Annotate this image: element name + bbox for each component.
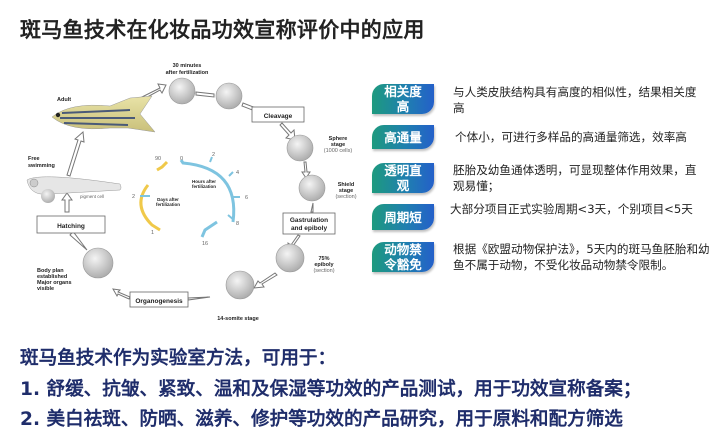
- feature-badge: 相关度高: [372, 84, 434, 114]
- bottom-item: 2. 美白祛斑、防晒、滋养、修护等功效的产品研究，用于原料和配方筛选: [20, 409, 623, 430]
- egg-time-line2: after fertilization: [166, 70, 209, 76]
- feature-row-transparency: 透明直观 胚胎及幼鱼通体透明，可显现整体作用效果，直观易懂；: [372, 163, 712, 193]
- adult-label: Adult: [57, 97, 71, 103]
- sphere-label: (1000 cells): [324, 148, 353, 154]
- hours-tick: 6: [245, 195, 248, 201]
- days-tick: 2: [132, 194, 135, 200]
- somite-label: 14-somite stage: [217, 316, 259, 322]
- page-title: 斑马鱼技术在化妆品功效宣称评价中的应用: [20, 18, 425, 42]
- feature-badge: 透明直观: [372, 163, 434, 193]
- hours-label: fertilization: [192, 184, 216, 189]
- shield-label: stage: [339, 188, 353, 194]
- hatching-label: Hatching: [57, 223, 85, 230]
- feature-row-relevance: 相关度高 与人类皮肤结构具有高度的相似性，结果相关度高: [372, 84, 712, 115]
- pigment-cell-label: pigment cell: [80, 194, 104, 199]
- body-plan-label: Body plan: [37, 268, 64, 274]
- hours-tick: 2: [212, 152, 215, 158]
- feature-row-exemption: 动物禁令豁免 根据《欧盟动物保护法》，5天内的斑马鱼胚胎和幼鱼不属于动物，不受化…: [372, 242, 712, 272]
- zebrafish-life-cycle-diagram: 30 minutes after fertilization Adult Cle…: [26, 63, 357, 322]
- feature-badge: 动物禁令豁免: [372, 242, 434, 272]
- days-tick: 1: [151, 230, 154, 236]
- free-swimming-label: swimming: [28, 163, 55, 169]
- larva-illustration: [26, 176, 122, 203]
- shield-label: (section): [335, 194, 356, 200]
- gastrulation-label: Gastrulation: [290, 217, 328, 224]
- epiboly-label: epiboly: [314, 262, 334, 268]
- hours-label: Hours after: [192, 179, 216, 184]
- feature-description: 胚胎及幼鱼通体透明，可显现整体作用效果，直观易懂；: [453, 163, 697, 193]
- body-plan-label: established: [37, 274, 67, 280]
- hours-arc-16: [200, 220, 218, 238]
- bottom-item: 1. 舒缓、抗皱、紧致、温和及保湿等功效的产品测试，用于功效宣称备案；: [20, 379, 642, 400]
- cleavage-label: Cleavage: [264, 113, 293, 120]
- gastrulation-label: and epiboly: [291, 225, 328, 232]
- epiboly-label: 75%: [318, 256, 329, 262]
- feature-badge: 高通量: [372, 125, 434, 149]
- feature-description: 与人类皮肤结构具有高度的相似性，结果相关度高: [453, 85, 697, 115]
- embryo-illustrations: [82, 77, 326, 300]
- days-arc: [139, 160, 169, 232]
- feature-description: 大部分项目正式实验周期<3天，个别项目<5天: [450, 202, 693, 216]
- egg-time-line1: 30 minutes: [173, 63, 202, 69]
- shield-label: Shield: [338, 182, 355, 188]
- days-label: Days after: [157, 197, 179, 202]
- bottom-heading: 斑马鱼技术作为实验室方法，可用于：: [20, 348, 337, 369]
- epiboly-label: (section): [313, 268, 334, 274]
- hours-tick: 16: [202, 241, 208, 247]
- organogenesis-label: Organogenesis: [135, 298, 183, 305]
- feature-row-throughput: 高通量 个体小，可进行多样品的高通量筛选，效率高: [372, 125, 712, 149]
- sphere-label: Sphere: [329, 136, 348, 142]
- hours-tick: 8: [236, 221, 239, 227]
- stage-boxes: [36, 106, 336, 308]
- body-plan-label: visible: [37, 286, 54, 292]
- hours-arc: [179, 159, 236, 223]
- hours-tick: 0: [180, 156, 183, 162]
- feature-description: 个体小，可进行多样品的高通量筛选，效率高: [455, 130, 687, 144]
- feature-description: 根据《欧盟动物保护法》，5天内的斑马鱼胚胎和幼鱼不属于动物，不受化妆品动物禁令限…: [453, 242, 710, 272]
- hours-tick: 4: [236, 170, 239, 176]
- timeline-clock: [139, 156, 240, 238]
- free-swimming-label: Free: [28, 156, 40, 162]
- days-label: fertilization: [156, 202, 180, 207]
- body-plan-label: Major organs: [37, 280, 72, 286]
- feature-badge: 周期短: [372, 204, 434, 230]
- sphere-label: stage: [331, 142, 345, 148]
- days-tick: 90: [155, 156, 161, 162]
- cycle-arrows: [61, 83, 314, 301]
- adult-fish-illustration: [51, 95, 156, 133]
- feature-row-cycle: 周期短 大部分项目正式实验周期<3天，个别项目<5天: [372, 202, 712, 230]
